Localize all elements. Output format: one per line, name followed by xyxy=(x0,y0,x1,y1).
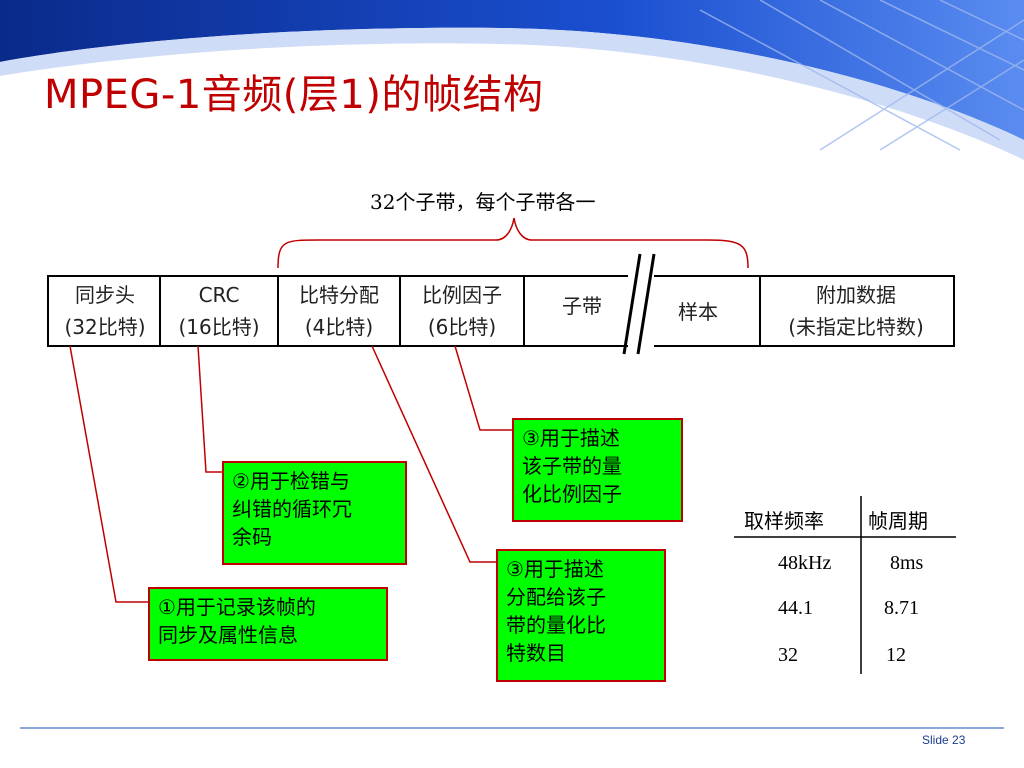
slide-title: MPEG-1音频(层1)的帧结构 xyxy=(44,72,544,118)
subband-brace-label: 32个子带，每个子带各一 xyxy=(370,190,596,214)
field-samples: 样本 xyxy=(678,300,718,324)
table-cell: 44.1 xyxy=(778,597,813,619)
table-header-frame-period: 帧周期 xyxy=(868,511,928,533)
table-cell: 48kHz xyxy=(778,552,832,574)
callout-scale-factor: ③用于描述 该子带的量 化比例因子 xyxy=(512,418,683,522)
field-crc: CRC (16比特) xyxy=(178,283,260,339)
field-sync-header: 同步头 (32比特) xyxy=(64,283,146,339)
leader-sync xyxy=(69,345,148,603)
table-cell: 32 xyxy=(778,644,798,666)
leader-scale xyxy=(454,345,512,431)
callout-crc: ②用于检错与 纠错的循环冗 余码 xyxy=(222,461,407,565)
frame-bar xyxy=(47,275,955,347)
field-subband: 子带 xyxy=(562,294,602,318)
field-scale-factor: 比例因子 (6比特) xyxy=(422,283,502,339)
header-swoosh-light xyxy=(0,27,1024,160)
field-ancillary-data: 附加数据 (未指定比特数) xyxy=(788,283,924,339)
callout-bit-allocation: ③用于描述 分配给该子 带的量化比 特数目 xyxy=(496,549,666,682)
leader-crc xyxy=(197,345,222,473)
brace xyxy=(277,217,749,269)
slide-number: Slide 23 xyxy=(922,733,966,747)
table-cell: 12 xyxy=(886,644,906,666)
table-cell: 8.71 xyxy=(884,597,919,619)
table-header-sampling-rate: 取样频率 xyxy=(744,511,824,533)
callout-sync: ①用于记录该帧的 同步及属性信息 xyxy=(148,587,388,661)
leader-alloc xyxy=(371,345,496,563)
field-bit-allocation: 比特分配 (4比特) xyxy=(299,283,379,339)
table-cell: 8ms xyxy=(890,552,924,574)
header-swoosh xyxy=(0,0,1024,140)
